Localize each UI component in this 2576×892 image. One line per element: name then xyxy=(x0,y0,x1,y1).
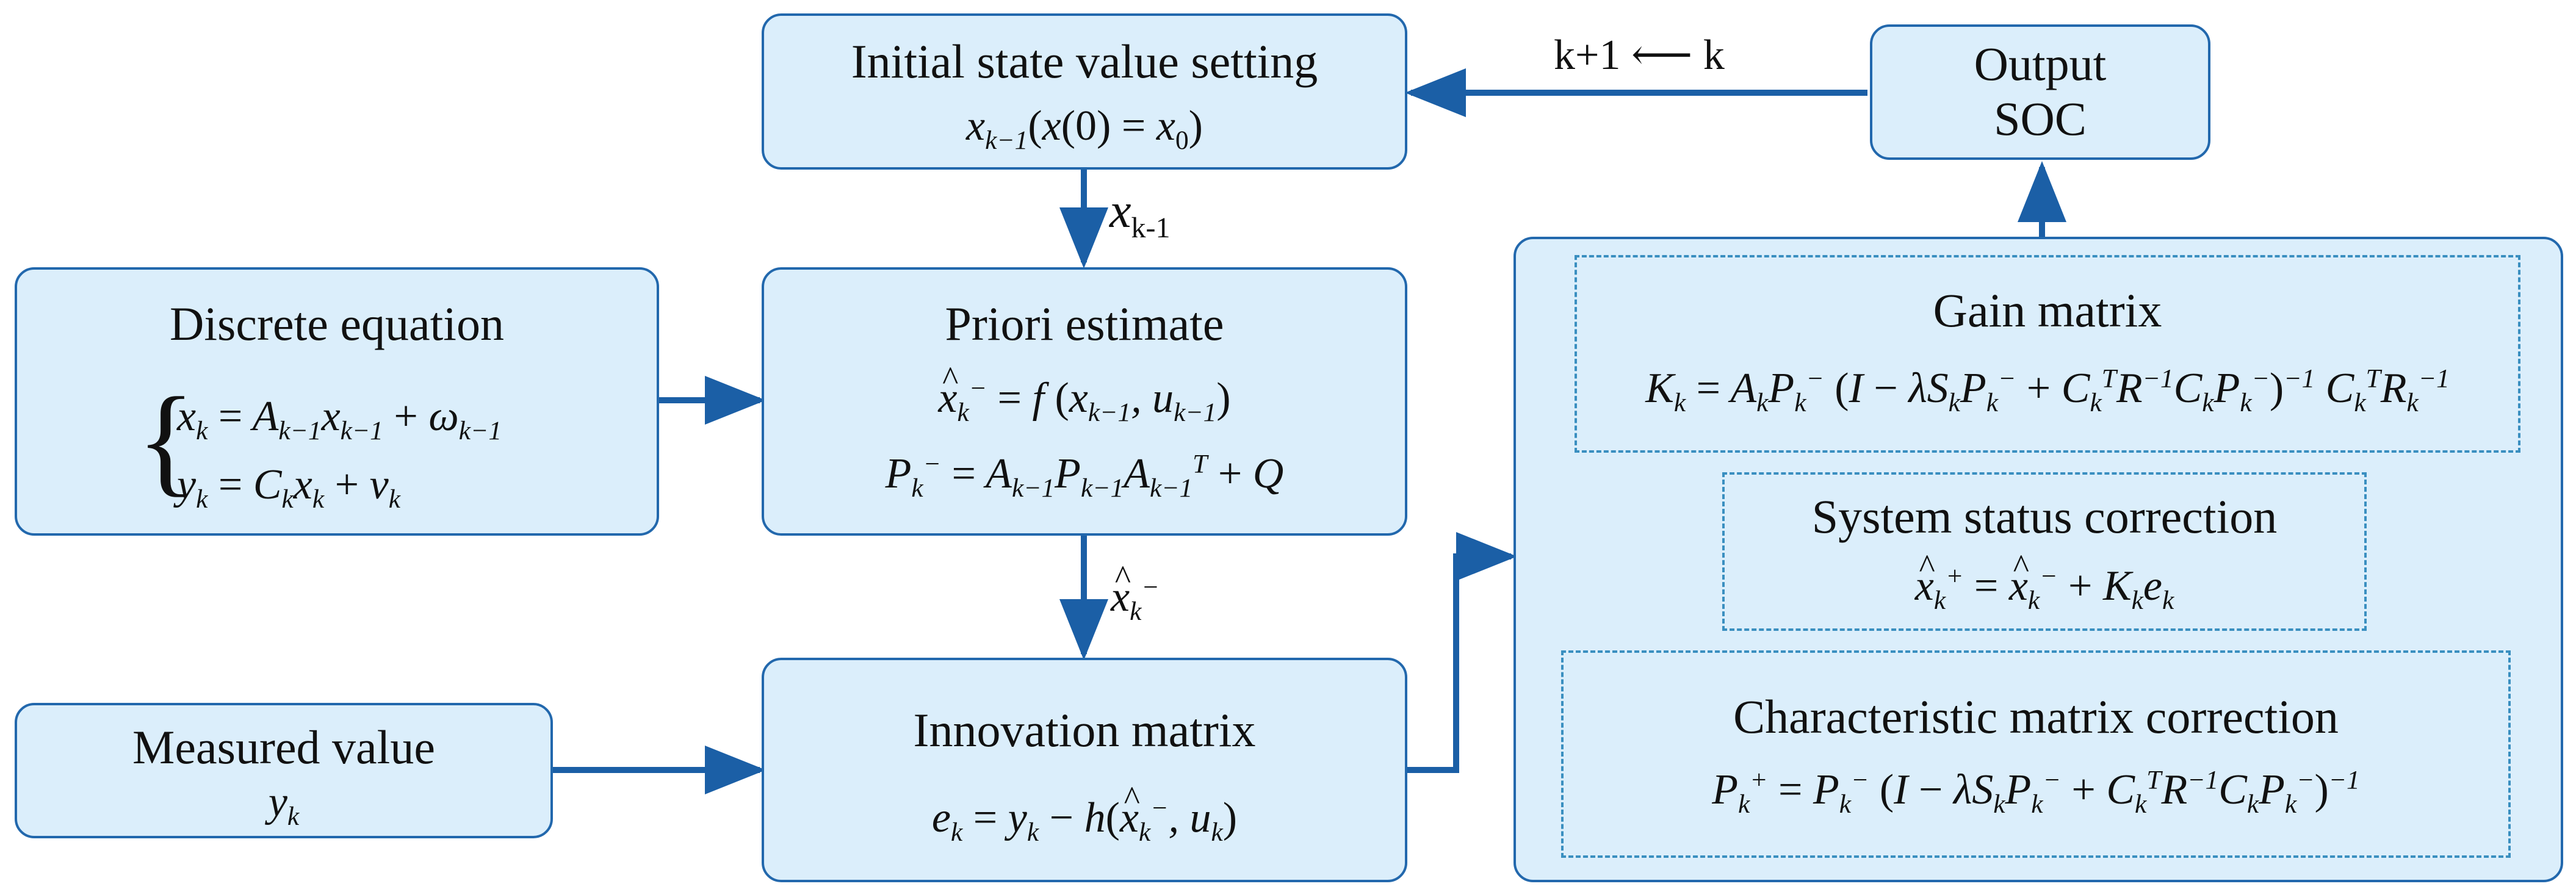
output-label: Output xyxy=(1974,37,2107,90)
priori-estimate-title: Priori estimate xyxy=(945,297,1224,350)
gain-matrix-title: Gain matrix xyxy=(1933,284,2162,337)
system-status-panel: System status correction xk+ = xk− + Kke… xyxy=(1722,472,2367,631)
characteristic-matrix-panel: Characteristic matrix correction Pk+ = P… xyxy=(1561,650,2511,858)
loop-index-label: k+1 ⟵ k xyxy=(1554,32,1725,79)
state-equation: xk = Ak−1xk−1 + ωk−1 xyxy=(177,393,502,445)
xk-1-edge-label: xk-1 xyxy=(1109,184,1171,243)
arrow-innovation-to-update xyxy=(1407,532,1517,773)
priori-estimate-box: Priori estimate xk− = f (xk−1, uk−1) Pk−… xyxy=(762,267,1407,536)
discrete-equation-box: Discrete equation { xk = Ak−1xk−1 + ωk−1… xyxy=(15,267,659,536)
system-status-title: System status correction xyxy=(1811,490,2278,543)
gain-matrix-formula: Kk = AkPk− (I − λSkPk− + CkTR−1CkPk−)−1 … xyxy=(1645,364,2450,417)
priori-covariance-formula: Pk− = Ak−1Pk−1Ak−1T + Q xyxy=(885,449,1284,503)
output-soc-box: Output SOC xyxy=(1870,24,2210,160)
measured-value-symbol: yk xyxy=(268,779,300,831)
discrete-equation-title: Discrete equation xyxy=(170,297,504,350)
x-hat-edge-label: xk− xyxy=(1111,561,1160,625)
initial-state-box: Initial state value setting xk−1(x(0) = … xyxy=(762,13,1407,170)
update-block: Gain matrix Kk = AkPk− (I − λSkPk− + CkT… xyxy=(1513,237,2563,882)
system-status-formula: xk+ = xk− + Kkek xyxy=(1725,550,2364,614)
measured-value-box: Measured value yk xyxy=(15,703,553,838)
gain-matrix-panel: Gain matrix Kk = AkPk− (I − λSkPk− + CkT… xyxy=(1575,255,2520,453)
output-soc-label: SOC xyxy=(1994,92,2087,145)
measured-value-title: Measured value xyxy=(132,721,435,774)
discrete-brace: { xyxy=(137,373,195,508)
innovation-formula: ek = yk − h(xk−, uk) xyxy=(764,782,1405,846)
xk-1-symbol: x xyxy=(1109,184,1131,238)
priori-state-formula: xk− = f (xk−1, uk−1) xyxy=(764,362,1405,426)
initial-state-formula: xk−1(x(0) = x0) xyxy=(966,103,1203,155)
characteristic-matrix-title: Characteristic matrix correction xyxy=(1733,690,2339,743)
xk-1-subscript: k-1 xyxy=(1131,212,1171,244)
observation-equation: yk = Ckxk + vk xyxy=(177,461,400,514)
characteristic-matrix-formula: Pk+ = Pk− (I − λSkPk− + CkTR−1CkPk−)−1 xyxy=(1712,765,2360,819)
initial-state-title: Initial state value setting xyxy=(851,35,1318,88)
innovation-matrix-box: Innovation matrix ek = yk − h(xk−, uk) xyxy=(762,658,1407,882)
innovation-matrix-title: Innovation matrix xyxy=(913,703,1256,757)
